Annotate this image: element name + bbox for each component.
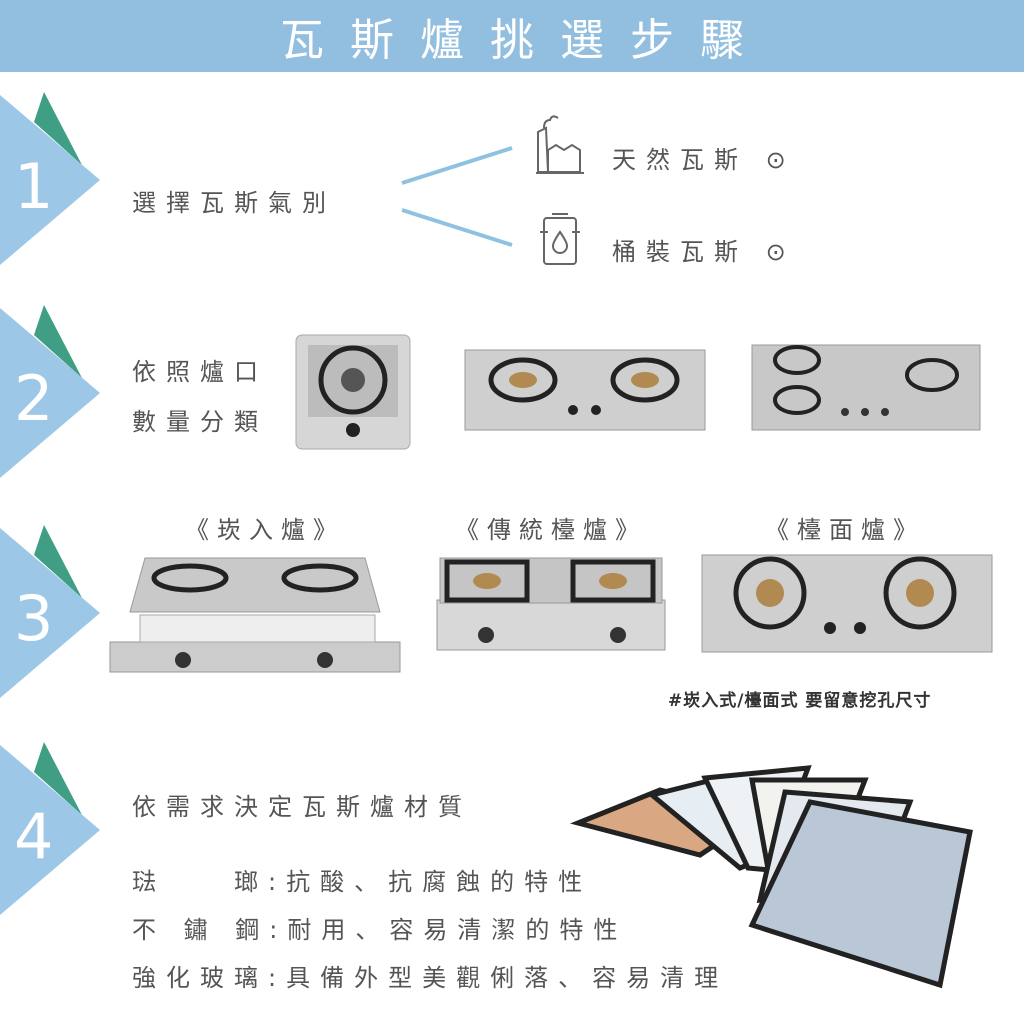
material-desc: :耐用、容易清潔的特性 [269, 916, 628, 944]
material-panels-image [570, 765, 973, 989]
material-desc: :抗酸、抗腐蝕的特性 [268, 868, 593, 896]
step-marker-2 [0, 305, 100, 478]
double-burner-stove-image [464, 349, 706, 431]
step-4-label: 依需求決定瓦斯爐材質 [132, 793, 472, 821]
connector-line [401, 208, 513, 247]
step-marker-4 [0, 742, 100, 915]
step-number-4: 4 [14, 800, 54, 873]
step-number-2: 2 [14, 362, 54, 435]
triple-burner-stove-image [751, 344, 981, 431]
step-2-label-line-2: 數量分類 [132, 408, 268, 436]
factory-icon [536, 115, 584, 174]
step-number-3: 3 [14, 582, 54, 655]
type-tabletop: 《傳統檯爐》 [455, 516, 647, 544]
step-marker-3 [0, 525, 100, 698]
material-glass: 強化玻璃:具備外型美觀俐落、容易清理 [132, 958, 728, 993]
step-1-label: 選擇瓦斯氣別 [132, 189, 336, 217]
type-countertop: 《檯面爐》 [765, 516, 925, 544]
page-title: 瓦斯爐挑選步驟 [280, 15, 770, 66]
material-stainless: 不 鏽 鋼:耐用、容易清潔的特性 [132, 910, 627, 945]
size-note: #崁入式/檯面式 要留意挖孔尺寸 [668, 691, 932, 711]
step-marker-1 [0, 92, 100, 265]
type-built-in: 《崁入爐》 [185, 516, 345, 544]
connector-line [401, 146, 513, 185]
header-banner: 瓦斯爐挑選步驟 [0, 0, 1024, 72]
step-number-1: 1 [14, 150, 54, 223]
step-2-label-line-1: 依照爐口 [132, 358, 268, 386]
gas-tank-icon [540, 213, 580, 265]
built-in-stove-image [109, 557, 401, 673]
option-bottled-gas: 桶裝瓦斯 ⊙ [612, 238, 796, 266]
tabletop-stove-image [436, 557, 666, 651]
material-name: 不 鏽 鋼 [132, 916, 270, 944]
material-name: 琺 瑯 [132, 868, 268, 896]
material-name: 強化玻璃 [132, 964, 268, 992]
material-desc: :具備外型美觀俐落、容易清理 [268, 964, 729, 992]
countertop-stove-image [701, 554, 993, 653]
option-natural-gas: 天然瓦斯 ⊙ [612, 146, 796, 174]
single-burner-stove-image [295, 334, 411, 450]
material-enamel: 琺 瑯:抗酸、抗腐蝕的特性 [132, 862, 592, 897]
